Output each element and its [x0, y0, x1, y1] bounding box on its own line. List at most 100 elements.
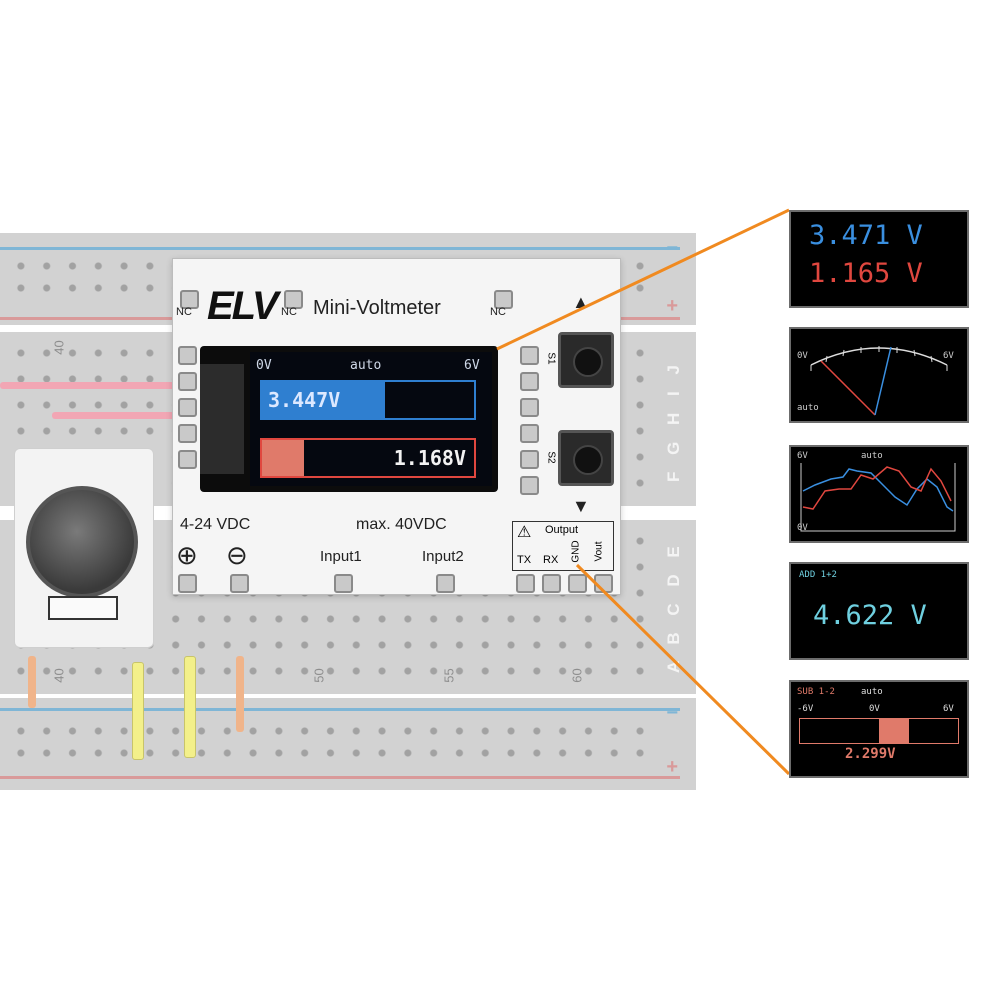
input1-bar-frame: 3.447V	[260, 380, 476, 420]
input1-pad	[334, 574, 353, 593]
graph-min-label: 0V	[797, 523, 808, 533]
plus-symbol-icon: ⊕	[176, 540, 198, 570]
rail-red-line	[0, 776, 680, 779]
rail-minus-sign: −	[666, 702, 678, 724]
supply-voltage-label: 4-24 VDC	[180, 516, 251, 533]
pin-pad	[520, 450, 539, 469]
rail-blue-line	[0, 708, 680, 711]
row-letters-bottom: A B C D E	[664, 540, 683, 674]
input2-bar-fill	[262, 440, 305, 476]
graph-mode-label: auto	[861, 451, 883, 461]
nc-pad	[180, 290, 199, 309]
sub-panel: SUB 1-2 auto -6V 0V 6V 2.299V	[789, 680, 969, 778]
pin-pad	[520, 346, 539, 365]
input1-bar-fill	[262, 382, 385, 418]
input1-label: Input1	[320, 548, 362, 565]
pin-pad	[178, 346, 197, 365]
rx-label: RX	[543, 554, 559, 566]
s1-label: S1	[545, 352, 557, 365]
sub-bar-frame	[799, 718, 959, 744]
input2-pad	[436, 574, 455, 593]
column-number: 40	[51, 340, 67, 355]
output-label: Output	[545, 524, 579, 536]
nc-label: NC	[281, 306, 297, 318]
pin-pad	[520, 424, 539, 443]
column-number: 50	[311, 668, 327, 683]
sub-bar-fill	[879, 719, 910, 743]
pin-pad	[178, 424, 197, 443]
breadboard-bottom-power-rail: − +	[0, 698, 696, 790]
meter-max-label: 6V	[943, 351, 954, 361]
pin-pad	[178, 372, 197, 391]
row-letters-top: F G H I J	[664, 359, 683, 483]
pin-pad	[178, 450, 197, 469]
graph-plot	[800, 463, 956, 532]
meter-mode-label: auto	[797, 403, 819, 413]
pin-pad	[520, 476, 539, 495]
dual-value-1: 3.471 V	[809, 220, 923, 251]
resistor-symbol	[48, 596, 118, 620]
s2-label: S2	[545, 451, 557, 464]
pink-jumper-wire	[52, 412, 178, 419]
warning-icon: ⚠	[517, 524, 532, 541]
sub-min-label: -6V	[797, 704, 814, 714]
column-number: 40	[51, 668, 67, 683]
rail-minus-sign: −	[666, 237, 678, 259]
input1-value: 3.447V	[268, 388, 341, 412]
rx-pad	[542, 574, 561, 593]
add-panel: ADD 1+2 4.622 V	[789, 562, 969, 660]
dual-value-2: 1.165 V	[809, 258, 923, 289]
column-number: 60	[569, 668, 585, 683]
potentiometer-knob[interactable]	[26, 486, 138, 598]
module-title: Mini-Voltmeter	[313, 297, 441, 319]
graph-panel: 6V auto 0V	[789, 445, 969, 543]
orange-jumper-wire	[28, 656, 36, 708]
screen-range-max: 6V	[464, 358, 480, 373]
nc-pad	[284, 290, 303, 309]
gnd-pad	[568, 574, 587, 593]
input2-bar-frame: 1.168V	[260, 438, 476, 478]
tx-label: TX	[517, 554, 532, 566]
yellow-jumper-wire	[132, 662, 144, 760]
pin-pad	[520, 398, 539, 417]
rail-blue-line	[0, 247, 680, 250]
output-header-box: ⚠ Output TX RX GND Vout	[512, 521, 614, 571]
nc-label: NC	[490, 306, 506, 318]
power-plus-pad	[178, 574, 197, 593]
meter-scale	[810, 346, 948, 416]
analog-meter-panel: 0V 6V auto	[789, 327, 969, 423]
meter-needle-2	[820, 360, 876, 416]
screen-mode: auto	[350, 358, 382, 373]
minus-symbol-icon: ⊖	[226, 540, 248, 570]
pink-jumper-wire	[0, 382, 178, 389]
rail-plus-sign: +	[666, 295, 678, 317]
sub-auto-label: auto	[861, 687, 883, 697]
add-value: 4.622 V	[813, 600, 927, 631]
add-mode-label: ADD 1+2	[799, 570, 837, 580]
sub-max-label: 6V	[943, 704, 954, 714]
pin-pad	[520, 372, 539, 391]
display-ribbon-connector	[200, 364, 244, 474]
s2-button[interactable]	[558, 430, 614, 486]
nc-label: NC	[176, 306, 192, 318]
sub-mid-label: 0V	[869, 704, 880, 714]
elv-logo: ELV	[207, 284, 279, 328]
rail-plus-sign: +	[666, 756, 678, 778]
max-voltage-label: max. 40VDC	[356, 516, 447, 533]
up-arrow-icon: ▲	[572, 292, 590, 312]
down-arrow-icon: ▼	[572, 496, 590, 516]
vout-pad	[594, 574, 613, 593]
input2-label: Input2	[422, 548, 464, 565]
yellow-jumper-wire	[184, 656, 196, 758]
dual-voltage-panel: 3.471 V 1.165 V	[789, 210, 969, 308]
sub-value: 2.299V	[845, 746, 896, 762]
pin-pad	[178, 398, 197, 417]
gnd-label: GND	[570, 540, 582, 563]
power-minus-pad	[230, 574, 249, 593]
graph-max-label: 6V	[797, 451, 808, 461]
sub-mode-label: SUB 1-2	[797, 687, 835, 697]
orange-jumper-wire	[236, 656, 244, 732]
lcd-screen: 0V auto 6V 3.447V 1.168V	[250, 352, 492, 486]
graph-series-1	[802, 468, 954, 512]
s1-button[interactable]	[558, 332, 614, 388]
